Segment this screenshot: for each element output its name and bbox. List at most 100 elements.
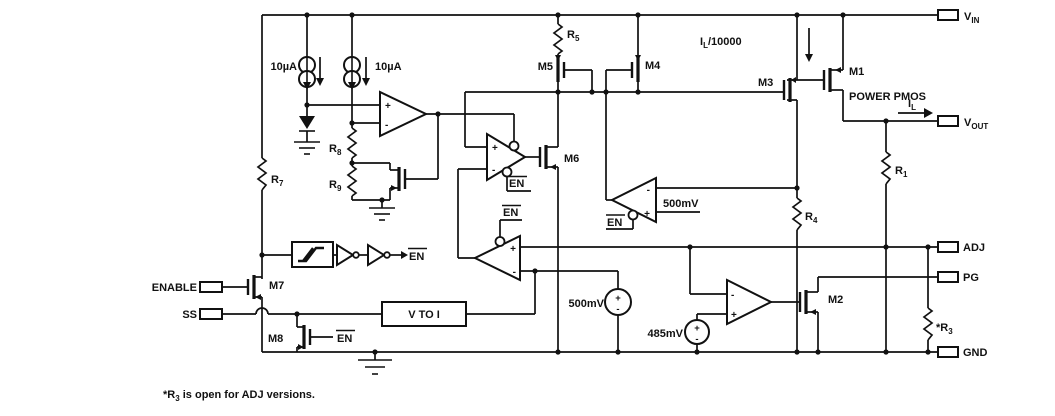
en-label-a4: EN xyxy=(607,217,622,229)
vtoi-block xyxy=(381,301,467,327)
transistor-m7 xyxy=(246,275,261,300)
transistor-m8 xyxy=(298,325,312,350)
a3-minus: - xyxy=(513,267,516,278)
vtoi-label: V TO I xyxy=(408,309,440,321)
mv500-minus: - xyxy=(616,304,619,315)
m7-label: M7 xyxy=(269,280,284,292)
enable-bubble xyxy=(494,236,506,247)
gnd-label: GND xyxy=(963,347,988,359)
a4-minus: - xyxy=(647,185,650,196)
pins xyxy=(199,9,959,358)
pin-enable xyxy=(199,281,223,293)
mv500-upper-label: 500mV xyxy=(663,198,699,210)
current-source-left-label: 10µA xyxy=(270,61,297,73)
en-label-m8: EN xyxy=(337,333,352,345)
transistor-m2 xyxy=(798,290,816,315)
power-good-comparator-a5 xyxy=(726,278,774,326)
voltage-source-500mv xyxy=(604,288,632,316)
pin-vout xyxy=(937,115,959,127)
a1-plus: + xyxy=(385,101,391,112)
mv500-plus: + xyxy=(615,293,621,304)
m4-label: M4 xyxy=(645,60,661,72)
voltage-source-485mv xyxy=(684,319,710,345)
m5-label: M5 xyxy=(538,61,553,73)
pin-ss xyxy=(199,308,223,320)
pin-gnd xyxy=(937,346,959,358)
ground-symbols xyxy=(294,141,395,375)
resistor-r9 xyxy=(346,165,358,197)
buffer-amplifier-a2 xyxy=(486,132,527,182)
current-arrow-down xyxy=(316,78,324,86)
ground-symbol xyxy=(358,359,392,375)
a2-plus: + xyxy=(492,143,498,154)
m3-label: M3 xyxy=(758,77,773,89)
r4-label: R4 xyxy=(805,211,818,225)
enable-bubble xyxy=(627,209,639,221)
pin-pg xyxy=(937,271,959,283)
error-amplifier-a1 xyxy=(379,90,429,138)
transistor-m6 xyxy=(538,145,556,170)
junction-dots xyxy=(259,12,931,355)
m8-label: M8 xyxy=(268,333,283,345)
ss-label: SS xyxy=(182,309,197,321)
resistor-r5 xyxy=(552,23,564,55)
current-arrow-down xyxy=(362,78,370,86)
current-source-right xyxy=(343,56,370,90)
mv485-label: 485mV xyxy=(648,328,684,340)
text-labels: 10µA 10µA R5 M5 M4 IL/10000 M3 M1 POWER … xyxy=(152,11,989,403)
resistor-r3 xyxy=(922,307,934,341)
en-label-a3: EN xyxy=(503,207,518,219)
il-arrow xyxy=(924,108,933,118)
m2-label: M2 xyxy=(828,294,843,306)
bandgap-transistor xyxy=(391,167,407,191)
resistor-r7 xyxy=(256,157,268,191)
en-label-a2: EN xyxy=(509,178,524,190)
r9-label: R9 xyxy=(329,179,342,193)
il10000-label: IL/10000 xyxy=(700,36,742,50)
m6-label: M6 xyxy=(564,153,579,165)
pg-label: PG xyxy=(963,272,979,284)
mv485-plus: + xyxy=(694,323,700,334)
transistor-m5 xyxy=(555,55,566,82)
en-label-chain: EN xyxy=(409,251,424,263)
current-source-left xyxy=(298,56,324,90)
en-overlines xyxy=(336,175,625,332)
mv485-minus: - xyxy=(695,334,698,345)
pin-vin xyxy=(937,9,959,21)
enable-label: ENABLE xyxy=(152,282,197,294)
transistor-m1-power-pmos xyxy=(822,67,841,92)
r7-label: R7 xyxy=(271,174,284,188)
softstart-amplifier-a3 xyxy=(472,234,521,282)
il-label: IL xyxy=(908,98,916,112)
current-source-right-label: 10µA xyxy=(375,61,402,73)
ground-symbol xyxy=(294,141,320,155)
power-pmos-label: POWER PMOS xyxy=(849,91,926,103)
r5-label: R5 xyxy=(567,29,580,43)
r1-label: R1 xyxy=(895,165,908,179)
ground-symbol xyxy=(369,207,395,221)
footnote: *R3 is open for ADJ versions. xyxy=(163,389,315,403)
vin-label: VIN xyxy=(964,11,980,25)
m1-label: M1 xyxy=(849,66,864,78)
transistor-m4 xyxy=(630,55,641,82)
vout-label: VOUT xyxy=(964,117,988,131)
a2-minus: - xyxy=(492,165,495,176)
pin-adj xyxy=(937,241,959,253)
resistor-r4 xyxy=(791,197,803,231)
a4-plus: + xyxy=(644,209,650,220)
a1-minus: - xyxy=(385,120,388,131)
a5-minus: - xyxy=(731,290,734,301)
r3-label: *R3 xyxy=(936,322,953,336)
resistors xyxy=(256,23,934,341)
inverter-chain xyxy=(336,243,408,267)
current-limit-amplifier-a4 xyxy=(609,176,657,224)
inverting-bubble xyxy=(508,140,520,152)
enable-bubble xyxy=(501,166,513,178)
resistor-r1 xyxy=(880,151,892,185)
il10000-arrow xyxy=(805,54,813,62)
bandgap-diode xyxy=(299,116,315,132)
resistor-r8 xyxy=(346,127,358,159)
schmitt-trigger xyxy=(291,241,334,268)
